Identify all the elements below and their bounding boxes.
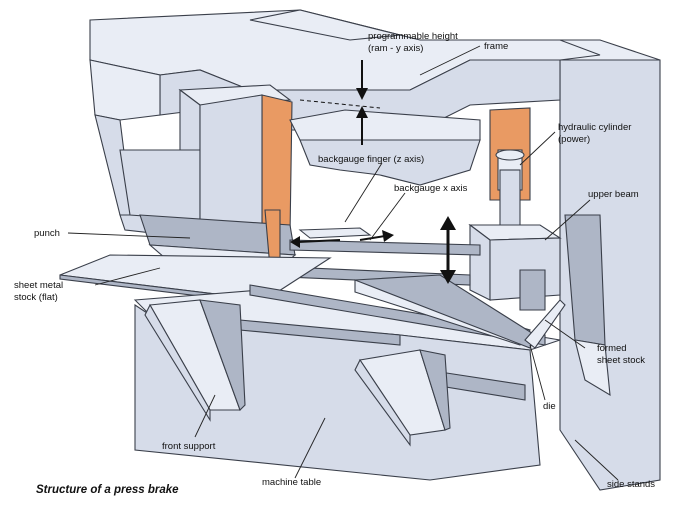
label-machine-table: machine table [262, 477, 321, 488]
label-sheet-metal: sheet metal [14, 280, 63, 291]
label-programmable-height: programmable height [368, 31, 458, 42]
leader-lines [67, 45, 619, 481]
label-upper-beam: upper beam [588, 189, 639, 200]
front-support-right [354, 349, 451, 447]
label-backgauge-x: backgauge x axis [394, 183, 468, 194]
label-hydraulic-cylinder-sub: (power) [558, 134, 590, 145]
x-axis-arrows [290, 230, 394, 248]
label-formed: formed [597, 343, 627, 354]
label-die: die [543, 401, 556, 412]
label-sheet-metal-sub: stock (flat) [14, 292, 58, 303]
label-formed-sub: sheet stock [597, 355, 645, 366]
label-hydraulic-cylinder: hydraulic cylinder [558, 122, 631, 133]
ram [289, 109, 481, 186]
formed-sheet-stock [354, 274, 566, 349]
label-punch: punch [34, 228, 60, 239]
hydraulic-cylinder [489, 107, 531, 241]
label-programmable-height-sub: (ram - y axis) [368, 43, 423, 54]
upper-beam-left [119, 84, 293, 236]
labels: programmable height (ram - y axis) frame… [14, 31, 655, 496]
front-support-left [144, 299, 246, 422]
label-frame: frame [484, 41, 508, 52]
upper-beam [468, 223, 562, 311]
label-side-stands: side stands [607, 479, 655, 490]
z-axis-arrows [440, 216, 456, 284]
figure-caption: Structure of a press brake [36, 484, 179, 496]
y-axis-arrows [299, 60, 381, 145]
label-front-support: front support [162, 441, 216, 452]
label-backgauge-finger: backgauge finger (z axis) [318, 154, 424, 165]
